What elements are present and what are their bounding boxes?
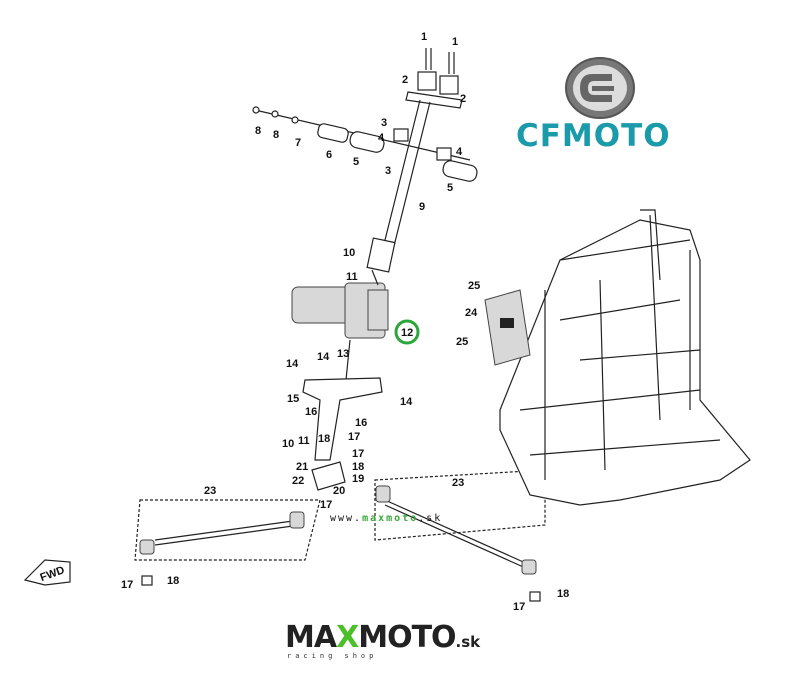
- url-prefix: www.: [330, 513, 363, 524]
- maxmoto-tagline: racing shop: [287, 652, 378, 660]
- callout: 14: [286, 358, 299, 370]
- callout: 17: [121, 579, 133, 591]
- callout-highlighted: 12: [401, 327, 413, 339]
- callout: 9: [419, 201, 425, 213]
- callout: 10: [343, 247, 355, 259]
- callout: 8: [255, 125, 261, 137]
- callout: 19: [352, 473, 364, 485]
- callout: 14: [400, 396, 413, 408]
- callout: 23: [204, 485, 216, 497]
- steering-bracket: [302, 377, 383, 491]
- callout: 15: [287, 393, 299, 405]
- callout: 4: [456, 146, 463, 158]
- callout-labels: 1 1 2 2 8 8 7 6 5 3 4 3 4 5 9 10 11 25 2…: [121, 31, 569, 613]
- callout: 18: [557, 588, 569, 600]
- callout: 2: [460, 93, 466, 105]
- callout: 4: [378, 132, 385, 144]
- callout: 1: [452, 36, 458, 48]
- callout: 3: [381, 117, 387, 129]
- url-suffix: .sk: [418, 513, 443, 524]
- callout: 10: [282, 438, 294, 450]
- steering-column: [252, 48, 478, 273]
- eps-motor-unit: [291, 269, 420, 381]
- callout: 17: [320, 499, 332, 511]
- callout: 7: [295, 137, 301, 149]
- callout: 22: [292, 475, 304, 487]
- callout: 18: [352, 461, 364, 473]
- logo-part: MA: [285, 620, 337, 655]
- callout: 5: [447, 182, 453, 194]
- callout: 14: [317, 351, 330, 363]
- tie-rod-right: [374, 469, 546, 602]
- callout: 3: [385, 165, 391, 177]
- callout: 2: [402, 74, 408, 86]
- callout: 8: [273, 129, 279, 141]
- callout: 25: [456, 336, 468, 348]
- callout: 25: [468, 280, 480, 292]
- callout: 11: [346, 271, 358, 283]
- logo-part: MOTO: [358, 620, 456, 655]
- callout: 13: [337, 348, 349, 360]
- url-highlight: maxmoto: [362, 513, 419, 524]
- callout: 17: [348, 431, 360, 443]
- callout: 18: [167, 575, 179, 587]
- callout: 24: [465, 307, 478, 319]
- callout: 6: [326, 149, 332, 161]
- callout: 18: [318, 433, 330, 445]
- callout: 1: [421, 31, 427, 43]
- logo-suffix: .sk: [455, 633, 481, 651]
- callout: 16: [355, 417, 367, 429]
- highlight-circle: [394, 319, 420, 345]
- logo-x: X: [336, 620, 359, 655]
- maxmoto-logo: MAXMOTO.sk: [285, 620, 480, 655]
- watermark-url: www.maxmoto.sk: [330, 513, 442, 524]
- cfmoto-logo: CFMOTO: [516, 118, 671, 154]
- vehicle-frame: [484, 209, 751, 506]
- cfmoto-emblem: [565, 57, 635, 119]
- callout: 17: [352, 448, 364, 460]
- callout: 23: [452, 477, 464, 489]
- callout: 5: [353, 156, 359, 168]
- callout: 17: [513, 601, 525, 613]
- tie-rod-left: [134, 499, 321, 586]
- callout: 20: [333, 485, 345, 497]
- fwd-arrow: FWD: [23, 559, 71, 586]
- callout: 16: [305, 406, 317, 418]
- callout: 21: [296, 461, 308, 473]
- callout: 11: [298, 435, 310, 447]
